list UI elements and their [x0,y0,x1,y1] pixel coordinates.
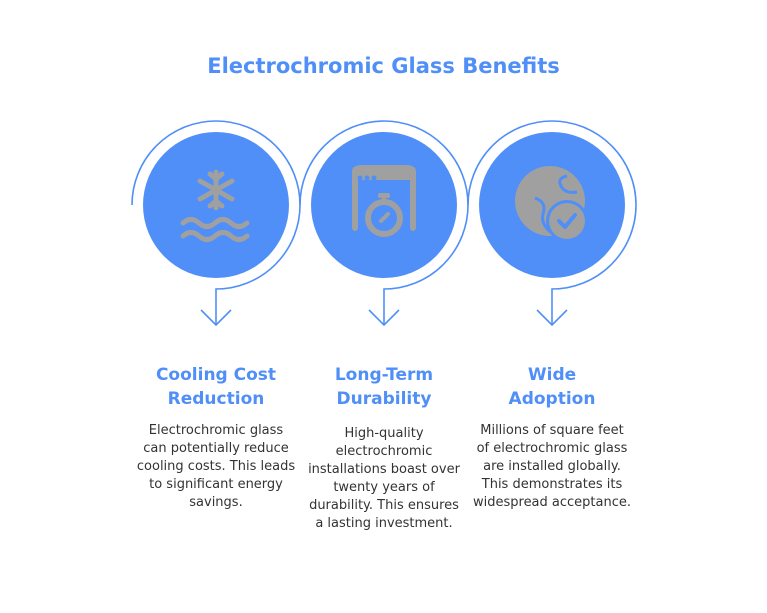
step-3-graphic [467,120,637,327]
step-3-description: Millions of square feet of electrochromi… [472,423,632,510]
diagram-title: Electrochromic Glass Benefits [207,54,560,78]
globe-check-icon [515,166,588,242]
browser-stopwatch-icon [352,165,416,237]
step-3-heading: Wide Adoption [508,365,596,409]
ring-arrow [299,120,469,327]
ring-arrow [131,120,301,327]
step-2-graphic [299,120,469,327]
step-2-description: High-quality electrochromic installation… [308,426,460,531]
step-1-description: Electrochromic glass can potentially red… [136,423,296,510]
step-2-heading: Long-Term Durability [334,365,434,409]
snowflake-water-icon [180,169,250,242]
ring-arrow [467,120,637,327]
step-1-graphic [131,120,301,327]
step-1-heading: Cooling Cost Reduction [155,365,277,409]
